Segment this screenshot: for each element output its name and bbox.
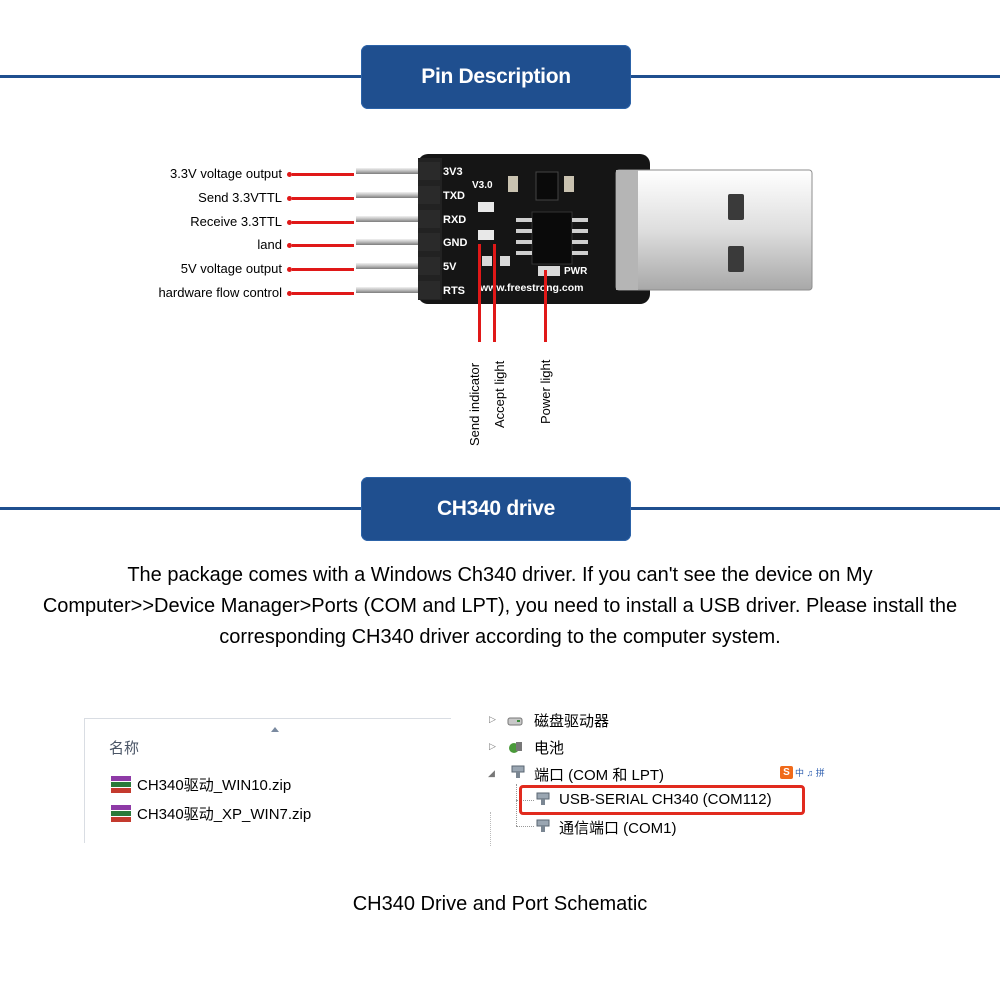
silk-version: V3.0 xyxy=(472,180,493,191)
file-name: CH340驱动_XP_WIN7.zip xyxy=(137,806,312,823)
header-pins xyxy=(356,168,424,293)
collapse-arrow-icon[interactable]: ◢ xyxy=(488,768,495,778)
pin-description-banner: Pin Description xyxy=(361,45,631,109)
silk-website: www.freestrong.com xyxy=(479,282,583,294)
pointer-line xyxy=(287,196,354,201)
silk-txd: TXD xyxy=(443,190,465,202)
pin-label-rts: hardware flow control xyxy=(158,285,282,300)
expand-arrow-icon[interactable]: ▷ xyxy=(489,714,496,724)
pin-label-5v: 5V voltage output xyxy=(180,261,282,276)
indicator-line-power xyxy=(544,270,547,342)
indicator-line-send xyxy=(478,244,481,342)
file-item[interactable]: CH340驱动_WIN10.zip xyxy=(111,774,291,795)
tree-item-com1[interactable]: 通信端口 (COM1) xyxy=(559,820,677,837)
silk-5v: 5V xyxy=(443,261,457,273)
port-icon xyxy=(536,819,550,832)
pin-description-title: Pin Description xyxy=(421,65,571,88)
usb-module-illustration: 3V3 TXD RXD GND 5V RTS V3.0 www.freestro… xyxy=(356,154,813,304)
tree-connector xyxy=(490,812,492,846)
driver-description: The package comes with a Windows Ch340 d… xyxy=(42,564,958,648)
tree-item-disk-drives[interactable]: 磁盘驱动器 xyxy=(534,713,610,730)
pointer-line xyxy=(287,267,354,272)
rar-archive-icon xyxy=(111,804,131,823)
power-light-label: Power light xyxy=(538,359,553,424)
tree-item-usb-serial-ch340[interactable]: USB-SERIAL CH340 (COM112) xyxy=(559,791,772,808)
file-explorer-panel: 名称 CH340驱动_WIN10.zip CH340驱动_XP_WIN7.zip xyxy=(84,718,451,843)
pin-label-3v3: 3.3V voltage output xyxy=(169,166,282,181)
tree-item-batteries[interactable]: 电池 xyxy=(534,740,565,757)
ime-toolbar-badge: S 中 ♫ 拼 xyxy=(780,766,825,779)
port-icon xyxy=(511,765,525,778)
ch340-drive-banner: CH340 drive xyxy=(361,477,631,541)
ch340-highlight-box xyxy=(519,785,805,815)
silk-pwr: PWR xyxy=(564,266,588,277)
indicator-line-accept xyxy=(493,244,496,342)
expand-arrow-icon[interactable]: ▷ xyxy=(489,741,496,751)
file-name: CH340驱动_WIN10.zip xyxy=(137,777,292,794)
pointer-line xyxy=(287,172,354,177)
pointer-line xyxy=(287,243,354,248)
tree-connector xyxy=(516,826,534,828)
silk-3v3: 3V3 xyxy=(443,166,463,178)
silk-gnd: GND xyxy=(443,237,468,249)
accept-light-label: Accept light xyxy=(492,360,507,428)
figure-caption: CH340 Drive and Port Schematic xyxy=(352,893,648,915)
send-indicator-label: Send indicator xyxy=(467,362,482,446)
ime-status: 中 ♫ 拼 xyxy=(795,768,825,778)
rar-archive-icon xyxy=(111,775,131,794)
battery-icon xyxy=(509,742,522,753)
column-header-name[interactable]: 名称 xyxy=(109,740,140,757)
pin-label-rxd: Receive 3.3TTL xyxy=(190,214,282,229)
ch340-drive-title: CH340 drive xyxy=(436,497,556,520)
ime-s-icon: S xyxy=(780,766,793,779)
pin-label-gnd: land xyxy=(257,237,282,252)
silk-rxd: RXD xyxy=(443,214,466,226)
file-item[interactable]: CH340驱动_XP_WIN7.zip xyxy=(111,803,311,824)
tree-connector xyxy=(516,800,534,802)
tree-item-ports[interactable]: 端口 (COM 和 LPT) xyxy=(534,767,664,784)
port-icon xyxy=(536,792,550,805)
pin-label-txd: Send 3.3VTTL xyxy=(198,190,282,205)
pointer-line xyxy=(287,291,354,296)
tree-connector xyxy=(516,784,518,826)
pointer-line xyxy=(287,220,354,225)
sort-arrow-icon[interactable] xyxy=(271,727,279,732)
silk-rts: RTS xyxy=(443,285,465,297)
disk-drive-icon xyxy=(507,717,523,726)
